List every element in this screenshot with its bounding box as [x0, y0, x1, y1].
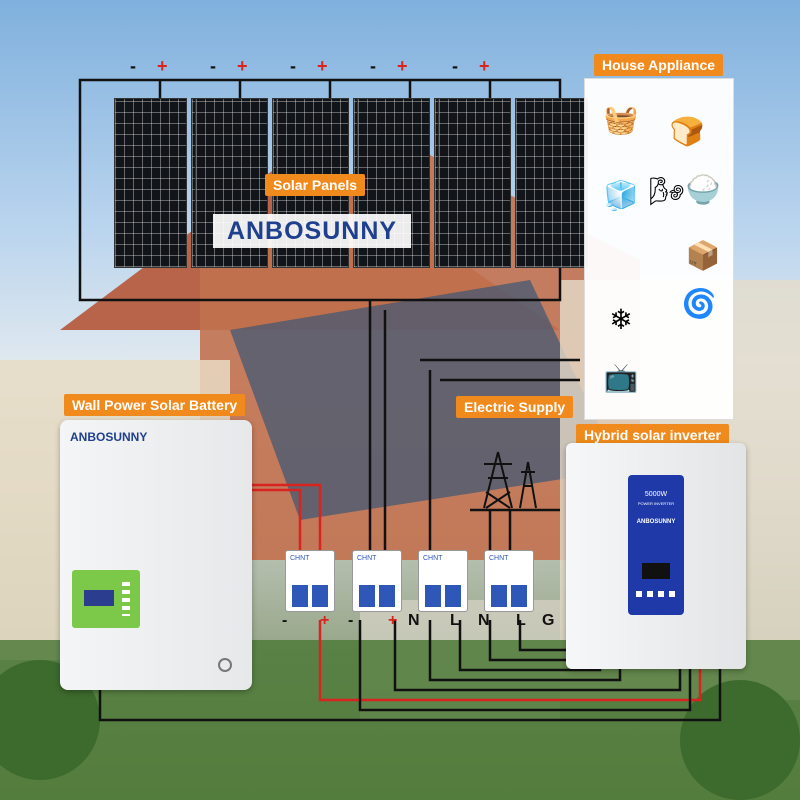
panel-polarity-sign: +: [317, 56, 328, 76]
house-appliance-label: House Appliance: [594, 54, 724, 76]
panel-polarity-sign: -: [452, 56, 458, 76]
panel-polarity-sign: +: [157, 56, 168, 76]
battery-positive-wire: [252, 483, 322, 560]
circuit-breaker: CHNT: [352, 550, 402, 612]
battery-to-inverter-red: [318, 620, 702, 702]
appliance-panel: [584, 78, 734, 420]
breaker-switch[interactable]: [359, 585, 375, 607]
terminal-label: N: [478, 612, 490, 629]
terminal-label: -: [282, 612, 288, 629]
terminal-label: +: [388, 612, 398, 629]
television-icon: 📺: [603, 361, 639, 393]
brand-logo-main: ANBOSUNNY: [213, 214, 411, 248]
breaker-brand: CHNT: [290, 555, 310, 562]
terminal-label: L: [516, 612, 526, 629]
battery-label: Wall Power Solar Battery: [64, 394, 246, 416]
circuit-breaker: CHNT: [285, 550, 335, 612]
hybrid-inverter: 5000W POWER INVERTER ANBOSUNNY: [566, 443, 746, 669]
breaker-switch[interactable]: [292, 585, 308, 607]
battery-buttons: [122, 582, 130, 616]
inverter-label: Hybrid solar inverter: [576, 424, 729, 446]
panel-polarity-sign: +: [237, 56, 248, 76]
terminal-label: +: [320, 612, 330, 629]
pv-to-inverter: [358, 620, 692, 712]
solar-panel: [438, 98, 588, 268]
battery-brand: ANBOSUNNY: [70, 430, 148, 444]
panel-polarity-sign: -: [290, 56, 296, 76]
breaker-switch[interactable]: [425, 585, 441, 607]
breaker-switch[interactable]: [511, 585, 527, 607]
panel-polarity-sign: +: [479, 56, 490, 76]
inverter-type: POWER INVERTER: [637, 501, 675, 506]
pv-to-breaker: [368, 300, 387, 560]
power-tower-icon: [483, 451, 537, 509]
solar-panels-label: Solar Panels: [265, 174, 366, 196]
roof-solar-array: [230, 280, 620, 520]
brand-logo-text: ANBOSUNNY: [226, 216, 398, 245]
electric-supply-label: Electric Supply: [456, 396, 574, 418]
panel-polarity-sign: +: [397, 56, 408, 76]
panel-polarity-sign: -: [370, 56, 376, 76]
breaker-switch[interactable]: [312, 585, 328, 607]
breaker-brand: CHNT: [423, 555, 443, 562]
terminal-label: -: [348, 612, 354, 629]
breaker-brand: CHNT: [357, 555, 377, 562]
panel-string-loop: [78, 78, 562, 302]
wall-ac-icon: ❄: [609, 303, 633, 335]
bush-right: [680, 680, 800, 800]
terminal-label: N: [408, 612, 420, 629]
grid-to-inverter: [488, 620, 580, 662]
panel-polarity-sign: -: [210, 56, 216, 76]
inverter-brand: ANBOSUNNY: [636, 519, 676, 525]
rice-cooker-icon: 🍚: [685, 173, 721, 205]
breaker-switch[interactable]: [491, 585, 507, 607]
breaker-brand: CHNT: [489, 555, 509, 562]
panel-drops: [158, 80, 492, 98]
fan-icon: 🌀: [681, 287, 717, 319]
battery-port: [218, 658, 232, 672]
wall-battery: ANBOSUNNY: [60, 420, 252, 690]
terminal-label: L: [450, 612, 460, 629]
circuit-breaker: CHNT: [418, 550, 468, 612]
refrigerator-icon: 🧊: [603, 179, 639, 211]
battery-screen: [84, 590, 114, 606]
battery-display-frame: [72, 570, 140, 628]
inverter-power: 5000W: [644, 491, 668, 498]
inverter-display: [642, 563, 670, 579]
washing-machine-icon: 🧺: [603, 103, 639, 135]
bush-left: [0, 660, 100, 780]
circuit-breaker: CHNT: [484, 550, 534, 612]
inverter-faceplate: 5000W POWER INVERTER ANBOSUNNY: [628, 475, 684, 615]
oven-icon: 🍞: [669, 115, 705, 147]
microwave-icon: 📦: [685, 239, 721, 271]
breaker-switch[interactable]: [379, 585, 395, 607]
panel-polarity-sign: -: [130, 56, 136, 76]
air-conditioner-tower-icon: 🌬: [649, 175, 685, 207]
inverter-buttons: [636, 591, 676, 597]
terminal-label: G: [542, 612, 555, 629]
load-to-breaker: [420, 358, 580, 560]
battery-negative-return: [98, 660, 722, 722]
breaker-switch[interactable]: [445, 585, 461, 607]
